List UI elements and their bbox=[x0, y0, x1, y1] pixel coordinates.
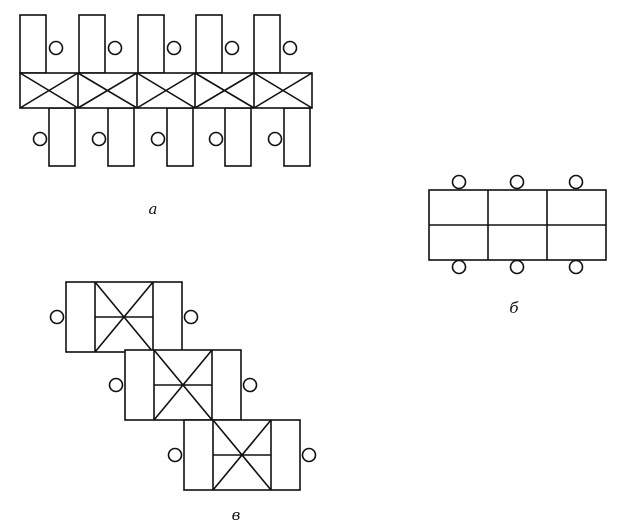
seat-bottom-3 bbox=[150, 107, 194, 167]
seat-b-top-3 bbox=[568, 174, 584, 190]
seat-top-1 bbox=[19, 14, 64, 74]
seat-b-top-1 bbox=[451, 174, 467, 190]
seat-top-2 bbox=[78, 14, 123, 74]
seat-v1-left bbox=[49, 309, 65, 325]
seat-b-top-2 bbox=[509, 174, 525, 190]
seat-bottom-2 bbox=[91, 107, 135, 167]
table-v-1 bbox=[49, 281, 199, 353]
seat-b-bottom-2 bbox=[509, 259, 525, 275]
table-v-3 bbox=[167, 419, 317, 491]
seat-v2-right bbox=[242, 377, 258, 393]
seat-v1-right bbox=[183, 309, 199, 325]
seat-bottom-1 bbox=[32, 107, 76, 167]
table-v-2 bbox=[108, 349, 258, 421]
seat-top-5 bbox=[253, 14, 298, 74]
label-a: а bbox=[149, 200, 158, 218]
seat-top-3 bbox=[137, 14, 182, 74]
seat-bottom-4 bbox=[208, 107, 252, 167]
diagram-a: а bbox=[19, 14, 313, 218]
seat-b-bottom-3 bbox=[568, 259, 584, 275]
seat-v3-left bbox=[167, 447, 183, 463]
seat-v3-right bbox=[301, 447, 317, 463]
label-b: б bbox=[509, 299, 519, 317]
seat-v2-left bbox=[108, 377, 124, 393]
table-a bbox=[19, 72, 313, 109]
table-b bbox=[428, 189, 607, 261]
diagram-b: б bbox=[428, 174, 607, 317]
seat-b-bottom-1 bbox=[451, 259, 467, 275]
seat-top-4 bbox=[195, 14, 240, 74]
diagram-v: в bbox=[49, 281, 317, 524]
seat-bottom-5 bbox=[267, 107, 311, 167]
label-v: в bbox=[232, 506, 241, 524]
